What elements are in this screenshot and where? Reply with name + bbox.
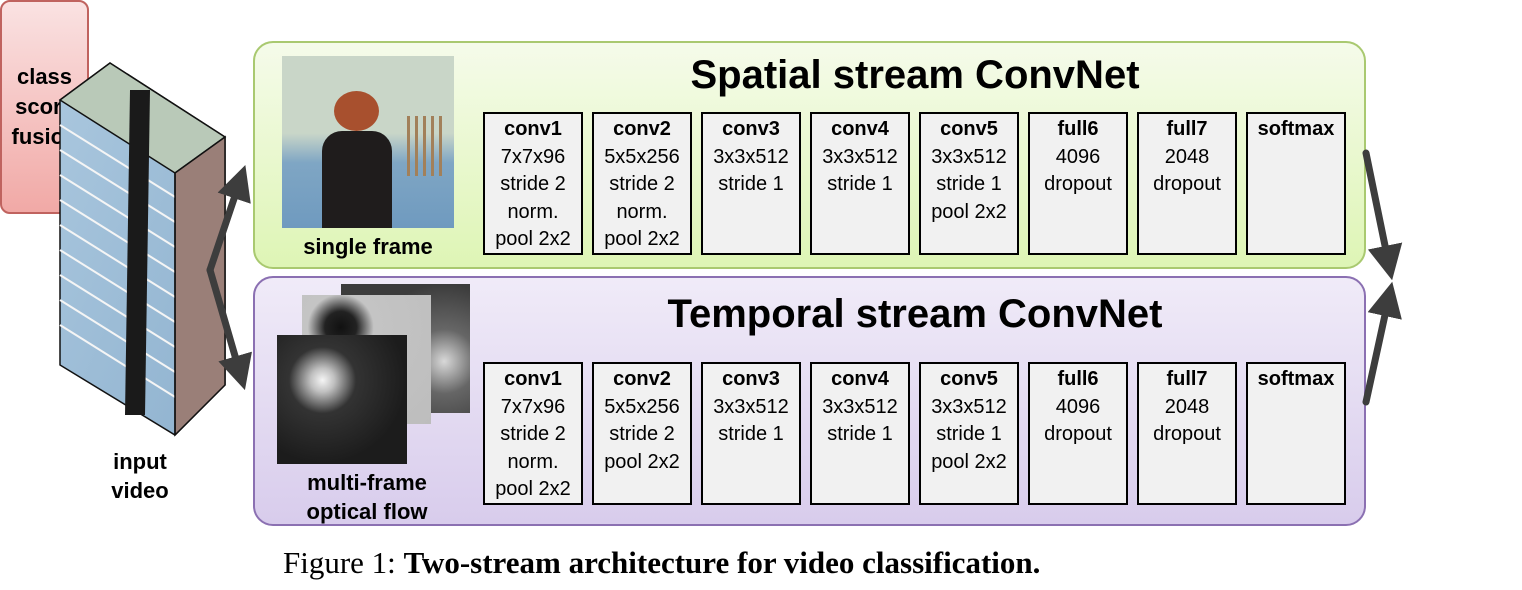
spatial-layer-conv1: conv1 7x7x96 stride 2 norm. pool 2x2 xyxy=(483,112,583,255)
layer-param: stride 2 xyxy=(500,173,566,195)
temporal-layer-conv5: conv5 3x3x512 stride 1 pool 2x2 xyxy=(919,362,1019,505)
layer-param: dropout xyxy=(1044,173,1112,195)
spatial-layer-conv5: conv5 3x3x512 stride 1 pool 2x2 xyxy=(919,112,1019,255)
fusion-line1: class xyxy=(16,64,73,89)
layer-param: 3x3x512 xyxy=(931,395,1007,418)
spatial-layer-conv2: conv2 5x5x256 stride 2 norm. pool 2x2 xyxy=(592,112,692,255)
figure-caption: Figure 1: Two-stream architecture for vi… xyxy=(283,545,1040,581)
layer-param: stride 2 xyxy=(500,423,566,445)
layer-param: stride 1 xyxy=(718,423,784,445)
layer-name: conv1 xyxy=(504,118,562,140)
spatial-layer-full7: full7 2048 dropout xyxy=(1137,112,1237,255)
temporal-layer-conv4: conv4 3x3x512 stride 1 xyxy=(810,362,910,505)
layer-param: stride 2 xyxy=(609,423,675,445)
layer-name: full6 xyxy=(1057,368,1099,390)
layer-param: 4096 xyxy=(1055,395,1101,418)
layer-name: softmax xyxy=(1257,118,1335,140)
layer-name: conv5 xyxy=(940,118,998,140)
layer-param: pool 2x2 xyxy=(931,450,1007,473)
layer-param: 3x3x512 xyxy=(713,145,789,168)
layer-name: full6 xyxy=(1057,118,1099,140)
spatial-stream-title: Spatial stream ConvNet xyxy=(690,53,1140,97)
layer-name: conv1 xyxy=(504,368,562,390)
layer-param: stride 1 xyxy=(718,173,784,195)
layer-name: conv3 xyxy=(722,118,780,140)
layer-param: stride 1 xyxy=(827,173,893,195)
optical-flow-frame-front xyxy=(277,335,407,464)
layer-name: conv3 xyxy=(722,368,780,390)
arrow-to-spatial xyxy=(206,165,251,274)
input-label-line2: video xyxy=(111,478,169,503)
layer-param: pool 2x2 xyxy=(495,478,571,500)
layer-param: 5x5x256 xyxy=(604,395,680,418)
layer-param: stride 1 xyxy=(827,423,893,445)
layer-param: dropout xyxy=(1153,423,1221,445)
optical-flow-label: multi-frame optical flow xyxy=(277,468,457,526)
layer-param: 2048 xyxy=(1164,395,1210,418)
layer-param: 3x3x512 xyxy=(822,145,898,168)
layer-param: pool 2x2 xyxy=(495,228,571,250)
layer-param: 7x7x96 xyxy=(500,145,566,168)
layer-name: full7 xyxy=(1166,118,1208,140)
caption-text: Two-stream architecture for video classi… xyxy=(403,545,1041,580)
layer-name: conv5 xyxy=(940,368,998,390)
caption-prefix: Figure 1: xyxy=(283,545,404,580)
temporal-layer-conv2: conv2 5x5x256 stride 2 pool 2x2 xyxy=(592,362,692,505)
single-frame-image xyxy=(282,56,454,228)
layer-param: dropout xyxy=(1153,173,1221,195)
layer-param: 2048 xyxy=(1164,145,1210,168)
optical-flow-label-line2: optical flow xyxy=(306,499,428,524)
layer-param: stride 1 xyxy=(936,173,1002,195)
arrow-temporal-to-fusion xyxy=(1362,281,1402,406)
temporal-stream-title: Temporal stream ConvNet xyxy=(667,292,1163,336)
layer-param: 7x7x96 xyxy=(500,395,566,418)
layer-param: pool 2x2 xyxy=(604,450,680,473)
layer-param: 3x3x512 xyxy=(713,395,789,418)
input-video-label: input video xyxy=(85,447,195,505)
layer-param: norm. xyxy=(616,200,668,223)
spatial-layer-conv3: conv3 3x3x512 stride 1 xyxy=(701,112,801,255)
temporal-layer-conv1: conv1 7x7x96 stride 2 norm. pool 2x2 xyxy=(483,362,583,505)
optical-flow-label-line1: multi-frame xyxy=(307,470,427,495)
temporal-layer-conv3: conv3 3x3x512 stride 1 xyxy=(701,362,801,505)
layer-param: pool 2x2 xyxy=(931,200,1007,223)
layer-name: softmax xyxy=(1257,368,1335,390)
layer-param: dropout xyxy=(1044,423,1112,445)
single-frame-label: single frame xyxy=(303,234,433,259)
layer-param: pool 2x2 xyxy=(604,228,680,250)
layer-param: 3x3x512 xyxy=(931,145,1007,168)
arrow-spatial-to-fusion xyxy=(1362,149,1403,281)
temporal-layer-full7: full7 2048 dropout xyxy=(1137,362,1237,505)
layer-param: stride 1 xyxy=(936,423,1002,445)
spatial-layer-full6: full6 4096 dropout xyxy=(1028,112,1128,255)
layer-param: norm. xyxy=(507,450,559,473)
temporal-layer-softmax: softmax xyxy=(1246,362,1346,505)
layer-name: full7 xyxy=(1166,368,1208,390)
arrow-to-temporal xyxy=(206,266,252,391)
spatial-layer-conv4: conv4 3x3x512 stride 1 xyxy=(810,112,910,255)
input-label-line1: input xyxy=(113,449,167,474)
spatial-layer-softmax: softmax xyxy=(1246,112,1346,255)
input-video-stack-icon xyxy=(58,62,227,437)
layer-name: conv4 xyxy=(831,118,889,140)
layer-param: 5x5x256 xyxy=(604,145,680,168)
layer-name: conv4 xyxy=(831,368,889,390)
layer-name: conv2 xyxy=(613,118,671,140)
layer-name: conv2 xyxy=(613,368,671,390)
layer-param: norm. xyxy=(507,200,559,223)
layer-param: 3x3x512 xyxy=(822,395,898,418)
layer-param: stride 2 xyxy=(609,173,675,195)
layer-param: 4096 xyxy=(1055,145,1101,168)
temporal-layer-full6: full6 4096 dropout xyxy=(1028,362,1128,505)
